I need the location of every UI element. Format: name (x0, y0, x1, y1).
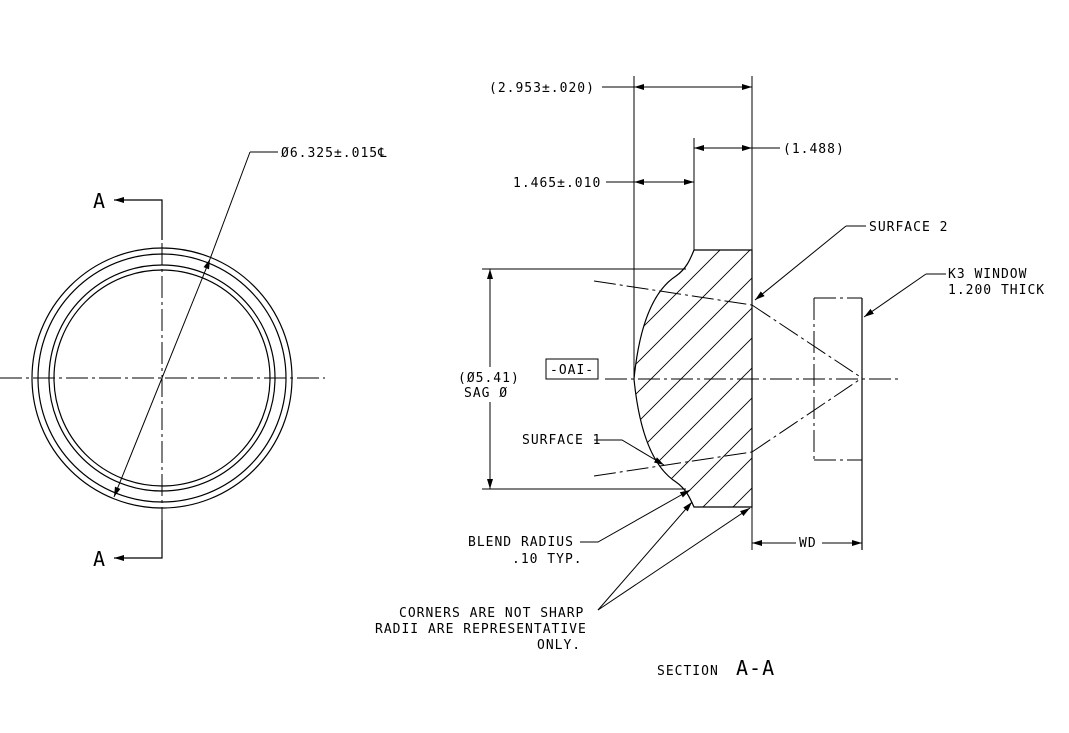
surface-1-leader (594, 439, 665, 466)
diameter-leader-ext (209, 151, 251, 260)
corners-leader-1 (597, 501, 693, 611)
corners-note-line3: ONLY. (537, 638, 581, 653)
corners-leader-2 (597, 507, 751, 611)
window-label-line2: 1.200 THICK (948, 283, 1045, 298)
surface-2-label: SURFACE 2 (869, 220, 948, 235)
front-view: A A Ø6.325±.015℄ (0, 146, 387, 571)
lens-hatching (634, 250, 752, 507)
overall-thickness-label: (2.953±.020) (489, 81, 595, 96)
sag-diameter-sublabel: SAG Ø (464, 386, 508, 401)
surface-1-label: SURFACE 1 (522, 433, 601, 448)
diameter-callout: Ø6.325±.015℄ (281, 146, 387, 161)
surface-2-leader (754, 225, 847, 301)
corners-note-line2: RADII ARE REPRESENTATIVE (375, 622, 587, 637)
section-title-word: SECTION (657, 664, 719, 679)
blend-radius-leader (580, 489, 691, 543)
ray-top (751, 304, 863, 379)
blend-radius-label: BLEND RADIUS (468, 535, 574, 550)
datum-label: -OAI- (550, 363, 594, 378)
section-mark-bottom: A (93, 547, 106, 571)
section-view: (2.953±.020) (1.488) 1.465±.010 (Ø5.41) … (375, 76, 1045, 680)
section-title-letters: A-A (736, 656, 775, 680)
phantom-line-top (593, 280, 753, 306)
wd-label: WD (799, 536, 817, 551)
datum-box (545, 358, 599, 380)
window-leader (863, 273, 927, 318)
flange-thickness-label: (1.488) (783, 142, 845, 157)
ray-bottom (751, 377, 863, 453)
section-mark-top: A (93, 189, 106, 213)
corners-note-line1: CORNERS ARE NOT SHARP (399, 606, 584, 621)
diameter-leader (113, 258, 211, 498)
blend-radius-sublabel: .10 TYP. (512, 552, 583, 567)
center-thickness-label: 1.465±.010 (513, 176, 601, 191)
phantom-line-bottom (593, 451, 753, 477)
sag-diameter-label: (Ø5.41) (458, 371, 520, 386)
window-label-line1: K3 WINDOW (948, 267, 1027, 282)
section-line-top (114, 197, 163, 240)
section-line-bottom (114, 520, 163, 561)
